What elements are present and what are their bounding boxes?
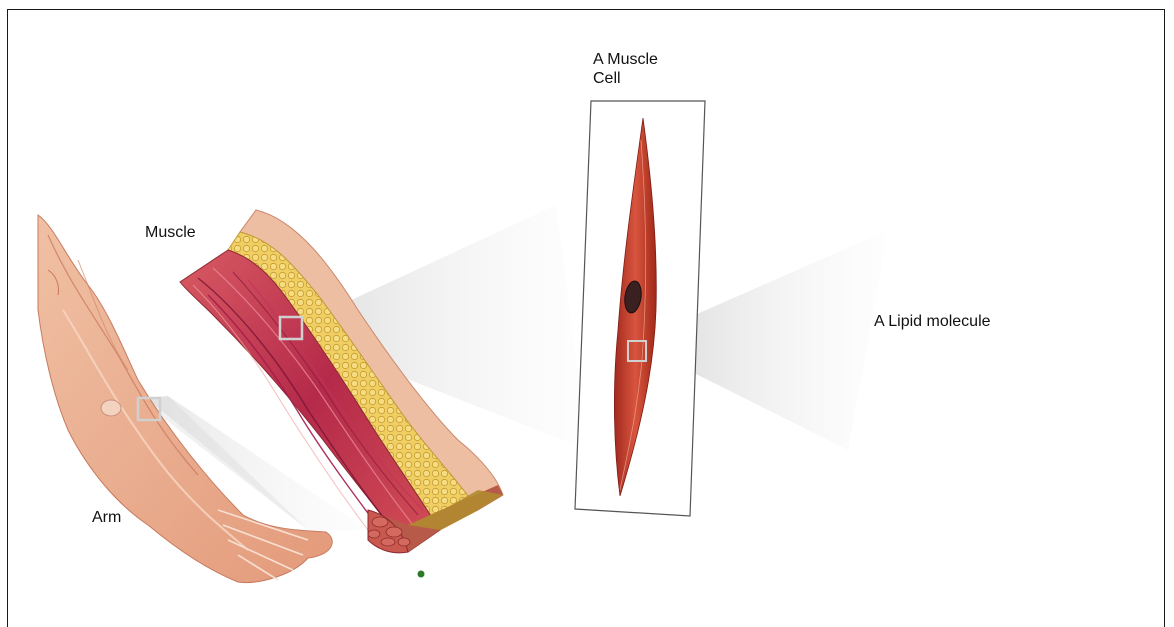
muscle-label: Muscle: [145, 223, 196, 242]
muscle-cell-label: A Muscle Cell: [593, 50, 713, 88]
diagram-frame: A Muscle Cell Muscle A Lipid molecule Ar…: [7, 9, 1165, 627]
diagram-art: [8, 10, 1165, 627]
lipid-molecule-label: A Lipid molecule: [874, 312, 991, 331]
arm-label: Arm: [92, 508, 121, 527]
cell-panel: [575, 101, 705, 516]
decorative-dot: [418, 571, 425, 578]
